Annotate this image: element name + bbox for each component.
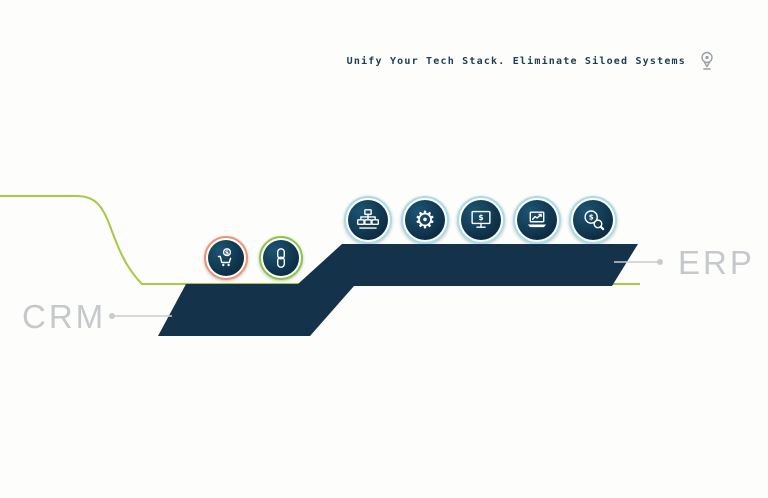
erp-label: ERP (678, 244, 755, 281)
gear-icon: ⚙ (414, 206, 436, 234)
coin-search-icon: $ (584, 210, 605, 231)
headline: Unify Your Tech Stack. Eliminate Siloed … (347, 50, 718, 72)
crm-label: CRM (22, 298, 107, 335)
link-badge (259, 236, 303, 280)
laptop-chart-badge-core (517, 200, 557, 240)
coin-search-badge-core: $ (573, 200, 613, 240)
coin-search-badge: $ (569, 196, 617, 244)
cart-dollar-badge: $ (204, 236, 248, 280)
monitor-dollar-icon: $ (471, 210, 491, 228)
integration-band (158, 244, 638, 336)
link-badge-core (263, 240, 299, 276)
monitor-dollar-badge-core: $ (461, 200, 501, 240)
erp-connector-dot (657, 259, 663, 265)
cart-dollar-glyph: $ (225, 249, 229, 256)
location-pin-icon (701, 51, 713, 70)
cart-dollar-badge-core: $ (208, 240, 244, 276)
monitor-dollar-glyph: $ (478, 213, 483, 222)
sitemap-badge (344, 196, 392, 244)
monitor-dollar-badge: $ (457, 196, 505, 244)
sitemap-badge-core (348, 200, 388, 240)
gear-badge-core: ⚙ (405, 200, 445, 240)
gear-badge: ⚙ (401, 196, 449, 244)
headline-text: Unify Your Tech Stack. Eliminate Siloed … (346, 55, 686, 67)
integration-flow-line (0, 195, 640, 285)
coin-dollar-glyph: $ (589, 213, 594, 222)
cart-dollar-icon: $ (217, 248, 232, 267)
laptop-chart-badge (513, 196, 561, 244)
laptop-chart-icon (527, 211, 547, 228)
sitemap-icon (357, 209, 379, 229)
link-icon (276, 248, 285, 268)
